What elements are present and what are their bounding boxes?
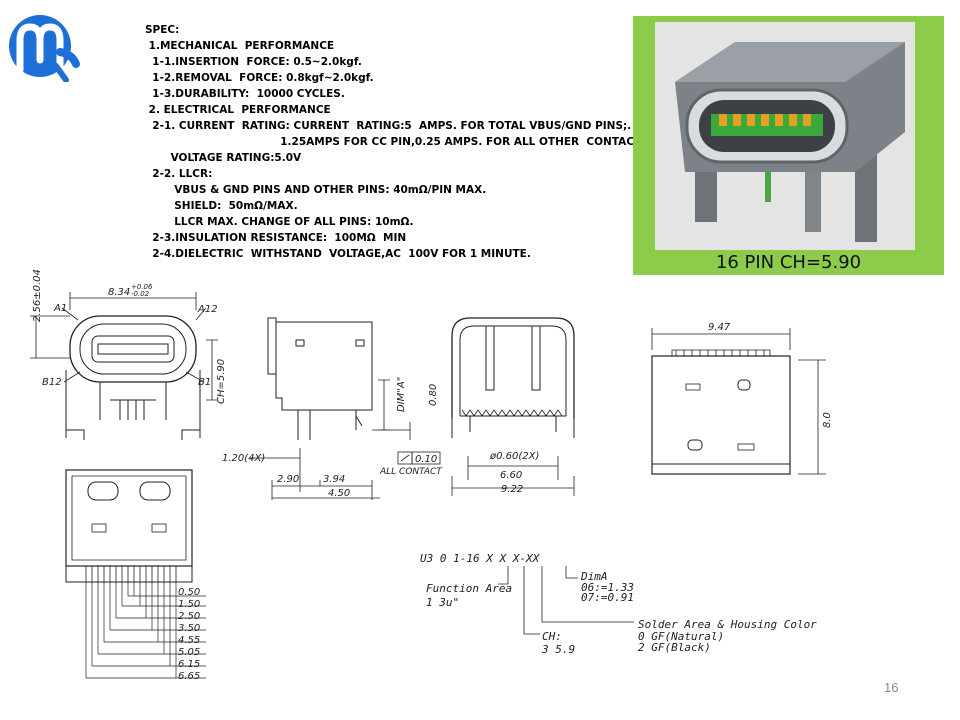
label-b12: B12 bbox=[42, 377, 62, 388]
pitch-dim: 5.05 bbox=[178, 647, 200, 658]
dim-a-07: 07:=0.91 bbox=[581, 591, 634, 604]
spec-line: 2-3.INSULATION RESISTANCE: 100MΩ MIN bbox=[145, 232, 407, 244]
side-view bbox=[250, 317, 441, 500]
dim-6-60: 6.60 bbox=[500, 470, 522, 481]
spec-line: 2-1. CURRENT RATING: CURRENT RATING:5 AM… bbox=[145, 120, 632, 132]
front-view-dims: 2.56±0.04 8.34 +0.06 -0.02 A1 A12 B12 B1… bbox=[32, 269, 227, 404]
flatness-value: 0.10 bbox=[415, 454, 437, 465]
bottom-view-dim-lines bbox=[85, 582, 206, 679]
dim-3-94: 3.94 bbox=[323, 474, 345, 485]
spec-line: LLCR MAX. CHANGE OF ALL PINS: 10mΩ. bbox=[145, 216, 414, 228]
dim-a-title: DimA bbox=[580, 570, 608, 583]
pitch-dim: 2.50 bbox=[178, 611, 200, 622]
dim-0-80: 0.80 bbox=[428, 384, 439, 406]
dim-9-47: 9.47 bbox=[708, 322, 731, 333]
function-area-value: 1 3u" bbox=[426, 596, 459, 609]
pitch-dim: 3.50 bbox=[178, 623, 200, 634]
product-photo bbox=[655, 22, 915, 250]
photo-caption: 16 PIN CH=5.90 bbox=[715, 252, 862, 273]
label-b1: B1 bbox=[198, 377, 211, 388]
width-dim: 8.34 bbox=[108, 287, 130, 298]
front-view bbox=[30, 292, 218, 440]
spec-line: 1-1.INSERTION FORCE: 0.5~2.0kgf. bbox=[145, 56, 362, 68]
usb-c-connector-render bbox=[675, 42, 905, 242]
width-tol-plus: +0.06 bbox=[131, 283, 153, 291]
pitch-dim: 0.50 bbox=[178, 587, 200, 598]
label-a12: A12 bbox=[197, 304, 218, 315]
all-contact-note: ALL CONTACT bbox=[379, 467, 443, 477]
solder-option-0: 0 GF(Natural) bbox=[638, 630, 724, 643]
height-dim: 2.56±0.04 bbox=[32, 269, 43, 322]
function-area-title: Function Area bbox=[426, 582, 512, 595]
pitch-dim: 6.15 bbox=[178, 659, 200, 670]
rear-view bbox=[451, 317, 575, 496]
spec-line: VBUS & GND PINS AND OTHER PINS: 40mΩ/PIN… bbox=[145, 184, 487, 196]
footprint-view-dims: 9.47 8.0 bbox=[708, 322, 833, 428]
product-photo-frame: 16 PIN CH=5.90 bbox=[633, 16, 944, 275]
dim-a-06: 06:=1.33 bbox=[581, 581, 634, 594]
spec-line: VOLTAGE RATING:5.0V bbox=[145, 152, 302, 164]
footprint-view bbox=[651, 328, 826, 475]
pitch-dim: 1.50 bbox=[178, 599, 200, 610]
dim-9-22: 9.22 bbox=[501, 484, 523, 495]
width-tol-minus: -0.02 bbox=[131, 290, 150, 298]
ch-dim: CH=5.90 bbox=[216, 359, 227, 404]
solder-title: Solder Area & Housing Color bbox=[638, 618, 817, 631]
spec-line: SPEC: bbox=[145, 24, 180, 36]
spec-line: SHIELD: 50mΩ/MAX. bbox=[145, 200, 298, 212]
part-number-leaders bbox=[498, 566, 634, 635]
spec-line: 1-2.REMOVAL FORCE: 0.8kgf~2.0kgf. bbox=[145, 72, 374, 84]
spec-line: 2-4.DIELECTRIC WITHSTAND VOLTAGE,AC 100V… bbox=[145, 248, 531, 260]
label-a1: A1 bbox=[53, 303, 67, 314]
dim-4-50: 4.50 bbox=[328, 488, 350, 499]
bottom-view bbox=[65, 469, 193, 583]
part-number-code: U3 0 1-16 X X X-XX bbox=[420, 552, 541, 565]
dim-8-0: 8.0 bbox=[822, 412, 833, 428]
ch-title: CH: bbox=[542, 630, 562, 643]
dim-1-20: 1.20(4X) bbox=[222, 453, 265, 464]
spec-line: 1.25AMPS FOR CC PIN,0.25 AMPS. FOR ALL O… bbox=[145, 136, 644, 148]
ch-value: 3 5.9 bbox=[541, 643, 575, 656]
spec-block: SPEC: 1.MECHANICAL PERFORMANCE 1-1.INSER… bbox=[145, 22, 644, 262]
pitch-dim: 4.55 bbox=[178, 635, 200, 646]
side-view-dims: 1.20(4X) 2.90 3.94 4.50 DIM"A" 0.80 0.10… bbox=[222, 377, 443, 499]
rear-view-dims: ø0.60(2X) 6.60 9.22 bbox=[489, 451, 539, 495]
spec-line: 1-3.DURABILITY: 10000 CYCLES. bbox=[145, 88, 345, 100]
solder-option-2: 2 GF(Black) bbox=[638, 641, 711, 654]
page-number: 16 bbox=[884, 680, 899, 695]
pitch-dim: 6.65 bbox=[178, 671, 200, 682]
spec-line: 1.MECHANICAL PERFORMANCE bbox=[145, 40, 335, 52]
dim-2-90: 2.90 bbox=[277, 474, 299, 485]
company-logo bbox=[9, 15, 80, 82]
dim-a: DIM"A" bbox=[396, 377, 407, 412]
part-number-text: U3 0 1-16 X X X-XX Function Area 1 3u" D… bbox=[420, 552, 817, 656]
dim-0-60: ø0.60(2X) bbox=[489, 451, 539, 462]
spec-line: 2-2. LLCR: bbox=[145, 168, 213, 180]
spec-line: 2. ELECTRICAL PERFORMANCE bbox=[145, 104, 331, 116]
pitch-dim-labels: 0.50 1.50 2.50 3.50 4.55 5.05 6.15 6.65 bbox=[178, 587, 200, 682]
